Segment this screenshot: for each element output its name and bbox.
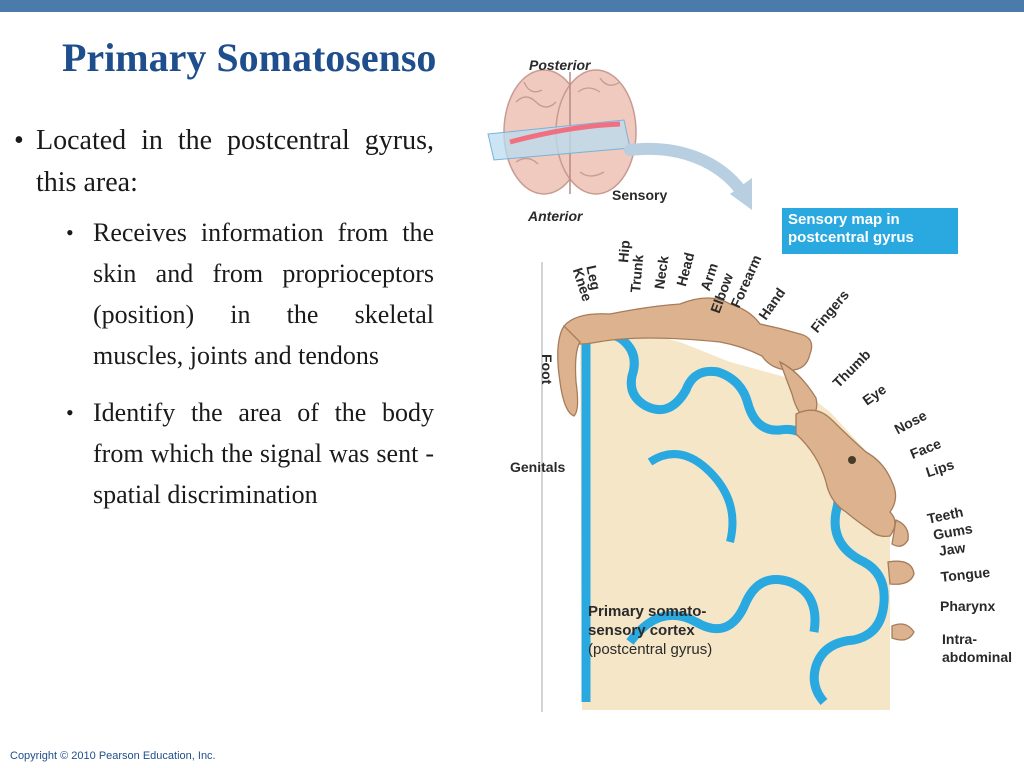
sub-bullet-text: Identify the area of the body from which… [93, 398, 434, 509]
anterior-label: Anterior [528, 208, 583, 224]
cortex-caption-line3: (postcentral gyrus) [588, 641, 713, 658]
label-jaw: Jaw [937, 539, 967, 559]
label-pharynx: Pharynx [940, 598, 996, 614]
cortex-caption: Primary somato- sensory cortex (postcent… [588, 602, 712, 659]
bullet-list: • Located in the postcentral gyrus, this… [14, 120, 434, 531]
arrow-head [730, 178, 752, 210]
homunculus [557, 297, 915, 641]
bullet-main-text: Located in the postcentral gyrus, this a… [36, 125, 434, 198]
top-accent-bar [0, 0, 1024, 12]
cortex-outline [581, 329, 889, 705]
arrow-shaft [624, 142, 748, 198]
bullet-dot: • [14, 125, 24, 156]
sub-bullet-receives: • Receives information from the skin and… [66, 212, 434, 376]
label-genitals: Genitals [510, 459, 566, 475]
label-intra: Intra- [942, 631, 977, 647]
bullet-dot: • [66, 220, 74, 245]
eye-dot [848, 456, 856, 464]
cortex-fold [647, 450, 737, 543]
label-abdominal: abdominal [942, 649, 1013, 665]
map-box-line1: Sensory map in [788, 211, 900, 228]
copyright-notice: Copyright © 2010 Pearson Education, Inc. [10, 750, 216, 762]
figure-illustration [487, 69, 915, 712]
sensory-label: Sensory [612, 187, 668, 203]
cortex-sulcus [626, 575, 820, 645]
sub-bullet-text: Receives information from the skin and f… [93, 218, 434, 370]
map-box-line2: postcentral gyrus [788, 229, 914, 246]
label-foot: Foot [539, 354, 555, 385]
sub-bullet-identify: • Identify the area of the body from whi… [66, 392, 434, 515]
bullet-main: • Located in the postcentral gyrus, this… [14, 120, 434, 204]
sensory-map-box: Sensory map in postcentral gyrus [782, 208, 958, 254]
somatosensory-figure: Posterior Anterior Sensory Sensory map i… [480, 42, 1024, 712]
cortex-caption-line2: sensory cortex [588, 622, 695, 639]
posterior-label: Posterior [529, 57, 591, 73]
sub-bullet-list: • Receives information from the skin and… [66, 212, 434, 515]
bullet-dot: • [66, 400, 74, 425]
label-trunk: Trunk [627, 253, 647, 294]
brain-top-view [487, 69, 637, 195]
cortex-caption-line1: Primary somato- [588, 603, 707, 620]
slide-title: Primary Somatosenso [62, 35, 437, 80]
